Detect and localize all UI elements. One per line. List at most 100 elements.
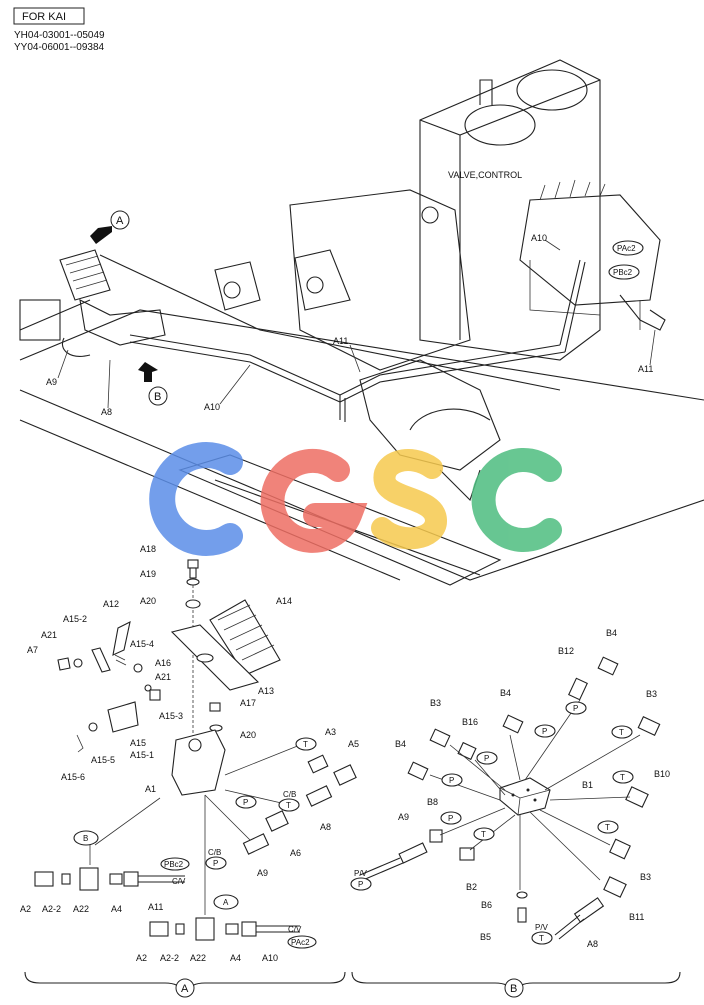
label-a8-upper: A8 — [101, 407, 112, 417]
hose-riser — [559, 259, 586, 353]
tag-b-p5-oval — [440, 811, 462, 825]
label-b5: B5 — [480, 932, 491, 942]
part-b4-mid-elbow — [502, 714, 524, 734]
tag-b-t4-oval — [597, 820, 619, 834]
row1-label-a2-2: A2-2 — [42, 904, 61, 914]
label-b4-top: B4 — [606, 628, 617, 638]
floor-edge-back — [19, 309, 704, 401]
part-a15-3-bolt — [149, 689, 161, 701]
part-a9-fitting — [242, 833, 270, 855]
footer-marker-b-text: B — [510, 983, 517, 995]
floor-cutout — [19, 299, 61, 341]
section-footer: A B — [24, 971, 681, 998]
part-b5-bolt — [517, 907, 527, 923]
tag-b-t1: T — [619, 728, 624, 737]
section-b-pv-left-hose — [359, 857, 404, 881]
pedal-tread — [65, 255, 108, 290]
row1-a2-2-ring — [61, 873, 71, 885]
part-b1-port-2 — [526, 788, 530, 792]
control-valve-stack — [519, 194, 661, 306]
row2-a10-hose-end — [241, 921, 257, 937]
label-a20-mid: A20 — [240, 730, 256, 740]
valve-spool-caps — [539, 179, 606, 201]
label-a11-mid: A11 — [333, 336, 348, 346]
part-a5-fitting — [333, 764, 357, 786]
part-a7-nut — [57, 657, 71, 671]
tag-pac2-upper-oval — [612, 240, 644, 256]
part-a1-pilot-valve — [171, 729, 226, 796]
label-a12: A12 — [103, 599, 119, 609]
label-a7: A7 — [27, 645, 38, 655]
part-a6-fitting — [265, 810, 289, 832]
tag-b-p4-oval — [441, 773, 463, 787]
tag-b-p3-oval — [476, 751, 498, 765]
section-b-exploded: P P P P P T T T T B4 B12 B3 B4 B3 B16 B4… — [350, 628, 670, 949]
tag-p2-oval — [205, 856, 227, 870]
part-a18-bolt-head — [187, 559, 199, 569]
tag-pv-right-oval — [531, 931, 553, 945]
row2-a2-fitting — [149, 921, 169, 937]
label-a15-4: A15-4 — [130, 639, 154, 649]
tag-pac2-upper: PAc2 — [617, 244, 636, 253]
row1-cv: C/V — [172, 877, 186, 886]
tank-filler-neck — [479, 79, 493, 105]
part-a8-fitting — [305, 785, 333, 807]
tag-b-p2: P — [542, 727, 547, 736]
label-a8: A8 — [320, 822, 331, 832]
part-b8-fitting — [429, 829, 443, 843]
model-box-text: FOR KAI — [22, 11, 66, 23]
tank-cap-left — [464, 104, 536, 146]
part-a13-hole — [196, 653, 214, 663]
view-arrow-b-icon — [138, 362, 158, 382]
tag-pv-left: P — [358, 880, 363, 889]
part-b3-right-top-elbow — [637, 716, 661, 736]
row2-a22-tee — [195, 917, 215, 941]
tag-p2: P — [213, 859, 218, 868]
pedal-upper — [59, 249, 111, 301]
valve-mount — [529, 260, 641, 330]
part-b6-washer — [516, 891, 528, 899]
label-b1: B1 — [582, 780, 593, 790]
tag-t2-oval — [278, 798, 300, 812]
label-b3-lower: B3 — [640, 872, 651, 882]
boom-lug-mid — [294, 249, 351, 311]
part-a14-pedal-pad — [209, 599, 281, 676]
part-a15-2-bracket — [91, 647, 111, 673]
tag-b-p1: P — [573, 704, 578, 713]
tag-cb-2: C/B — [208, 848, 221, 857]
watermark-cgsc — [149, 442, 562, 556]
row1-label-a11: A11 — [148, 902, 163, 912]
valve-housing — [419, 59, 601, 361]
footer-marker-b — [504, 978, 524, 998]
view-marker-a — [110, 210, 130, 230]
row1-label-a22: A22 — [73, 904, 89, 914]
label-a15-6: A15-6 — [61, 772, 85, 782]
row1-label-a4: A4 — [111, 904, 122, 914]
row2-label-a2: A2 — [136, 953, 147, 963]
part-a1-plunger — [188, 738, 202, 752]
view-marker-b-text: B — [154, 391, 161, 403]
model-box — [13, 7, 85, 25]
hose-drop — [339, 395, 346, 422]
part-b10-fitting — [625, 786, 649, 808]
boom-pin-hole-3 — [421, 206, 439, 224]
label-a8-b: A8 — [587, 939, 598, 949]
label-b6: B6 — [481, 900, 492, 910]
label-pv-left: P/V — [354, 869, 368, 878]
label-b8: B8 — [427, 797, 438, 807]
row2-label-a4: A4 — [230, 953, 241, 963]
tag-t1-oval — [295, 737, 317, 751]
label-b12: B12 — [558, 646, 574, 656]
label-a10-valve: A10 — [531, 233, 547, 243]
label-b2: B2 — [466, 882, 477, 892]
label-a9-upper: A9 — [46, 377, 57, 387]
row1-a4-adapter — [109, 873, 123, 885]
tag-b-p3: P — [484, 754, 489, 763]
swing-post-curve — [409, 408, 491, 431]
tag-b-t2: T — [620, 773, 625, 782]
row1-hose — [138, 875, 185, 883]
header: FOR KAI YH04-03001--05049 YY04-06001--09… — [13, 7, 105, 53]
part-a3-fitting — [307, 754, 329, 774]
tag-b-p4: P — [449, 776, 454, 785]
